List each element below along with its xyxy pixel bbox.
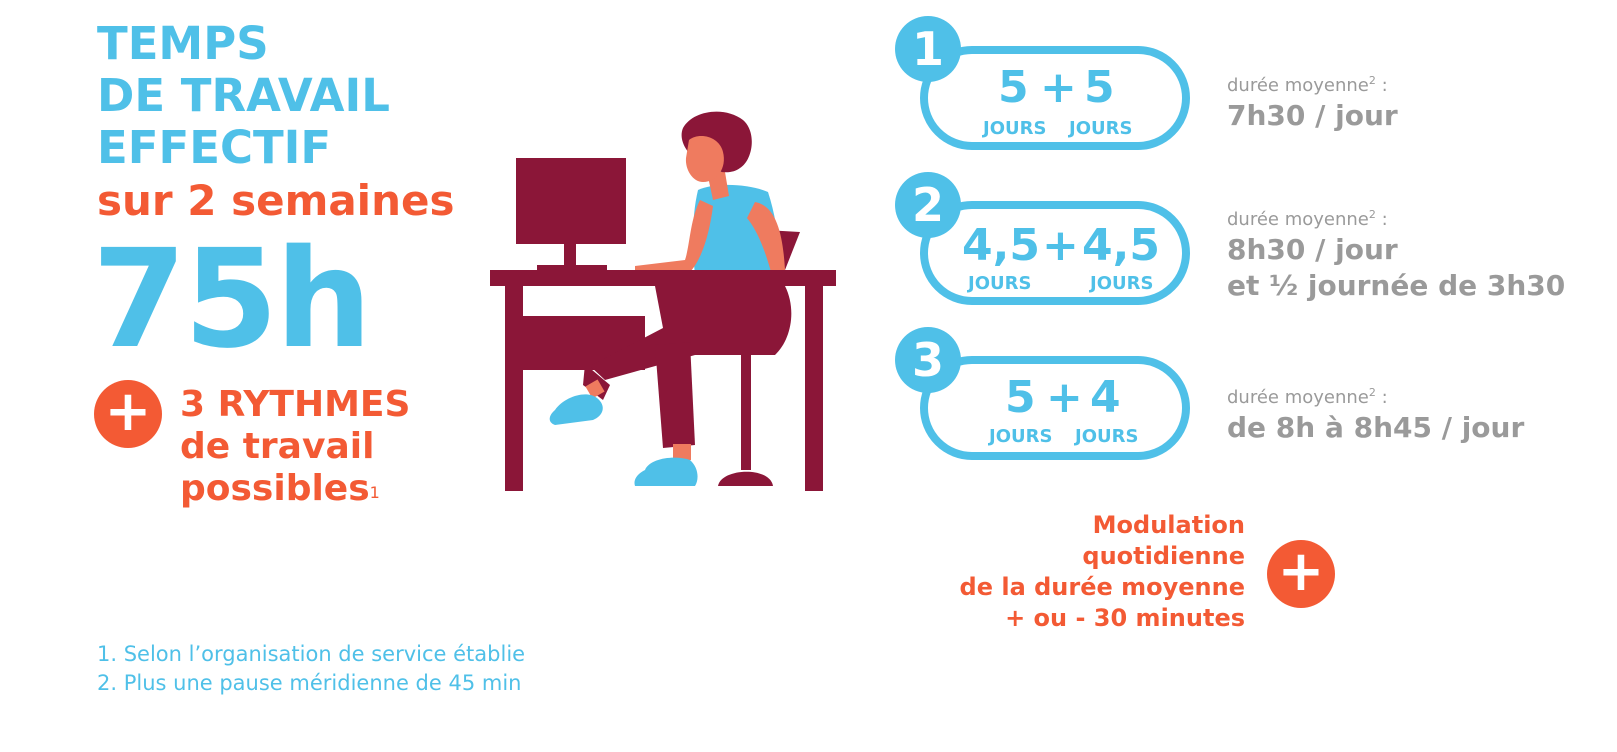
rhythm-1-week2: 5 [1084, 62, 1115, 113]
rhythm-3-unit2: JOURS [1075, 426, 1139, 447]
rhythms-line-3: possibles1 [180, 468, 380, 509]
monitor-shape [516, 158, 626, 244]
rhythm-2-week1: 4,5 [962, 220, 1040, 271]
modulation-line-1: Modulation [1092, 511, 1245, 539]
rhythm-2-duration-value-2: et ½ journée de 3h30 [1227, 269, 1566, 302]
modulation-line-2: quotidienne [1082, 542, 1245, 570]
footnote-1: 1. Selon l’organisation de service établ… [97, 642, 526, 666]
footnotes: 1. Selon l’organisation de service établ… [97, 640, 525, 698]
page-title: TEMPS DE TRAVAIL EFFECTIF [97, 18, 390, 174]
rhythm-2-duration-label: durée moyenne2 : [1227, 208, 1388, 230]
rhythm-1-week1: 5 [998, 62, 1029, 113]
rhythm-1-unit1: JOURS [983, 118, 1047, 139]
title-subtitle: sur 2 semaines [97, 176, 455, 225]
person-working-at-desk-illustration [490, 111, 836, 491]
rhythm-3-operator: + [1046, 372, 1083, 423]
title-line-1: TEMPS [97, 17, 269, 70]
rhythm-2-pill [920, 201, 1190, 305]
rhythm-2-unit2: JOURS [1090, 273, 1154, 294]
modulation-note: Modulation quotidienne de la durée moyen… [960, 510, 1245, 634]
title-line-2: DE TRAVAIL [97, 69, 390, 122]
footnote-ref: 1 [369, 483, 380, 502]
title-line-3: EFFECTIF [97, 121, 332, 174]
rhythm-3-pill [920, 356, 1190, 460]
total-hours: 75h [92, 221, 372, 379]
chair-base [718, 471, 773, 486]
rhythm-2-operator: + [1042, 220, 1079, 271]
shoe-front [634, 457, 698, 486]
modulation-line-4: + ou - 30 minutes [1005, 604, 1245, 632]
monitor-stand [564, 244, 576, 268]
footnote-2: 2. Plus une pause méridienne de 45 min [97, 671, 522, 695]
rhythm-3-week2: 4 [1090, 372, 1121, 423]
desk-top [490, 270, 836, 286]
plus-icon: + [94, 380, 162, 448]
rhythm-1-number: 1 [895, 16, 961, 82]
chair-post [741, 355, 751, 470]
rhythm-3-duration-value: de 8h à 8h45 / jour [1227, 411, 1525, 444]
modulation-plus-icon: + [1267, 540, 1335, 608]
rhythm-1-pill [920, 46, 1190, 150]
upper-legs [590, 286, 792, 380]
ankle-back [585, 379, 605, 399]
rhythm-1-duration-value: 7h30 / jour [1227, 99, 1398, 132]
modulation-line-3: de la durée moyenne [959, 573, 1245, 601]
left-arm [635, 200, 713, 272]
ankle-front [673, 444, 691, 460]
rhythm-1-duration-label: durée moyenne2 : [1227, 74, 1388, 96]
rhythm-3-number: 3 [895, 327, 961, 393]
lower-leg-front [655, 342, 695, 448]
shoe-back [549, 394, 603, 425]
monitor-base [537, 265, 607, 273]
face [685, 136, 724, 182]
right-arm [747, 202, 785, 272]
rhythm-3-duration-label: durée moyenne2 : [1227, 386, 1388, 408]
rhythm-2-duration-value: 8h30 / jour [1227, 233, 1398, 266]
rhythm-2-unit1: JOURS [968, 273, 1032, 294]
rhythm-3-week1: 5 [1005, 372, 1036, 423]
rhythms-summary: 3 RYTHMES de travail possibles1 [180, 384, 410, 510]
rhythms-line-2: de travail [180, 426, 375, 467]
rhythm-2-number: 2 [895, 172, 961, 238]
desk-leg-right [805, 286, 823, 491]
rhythm-2-week2: 4,5 [1082, 220, 1160, 271]
rhythm-1-operator: + [1040, 62, 1077, 113]
rhythm-1-unit2: JOURS [1069, 118, 1133, 139]
rhythm-3-unit1: JOURS [989, 426, 1053, 447]
rhythms-line-1: 3 RYTHMES [180, 384, 411, 425]
